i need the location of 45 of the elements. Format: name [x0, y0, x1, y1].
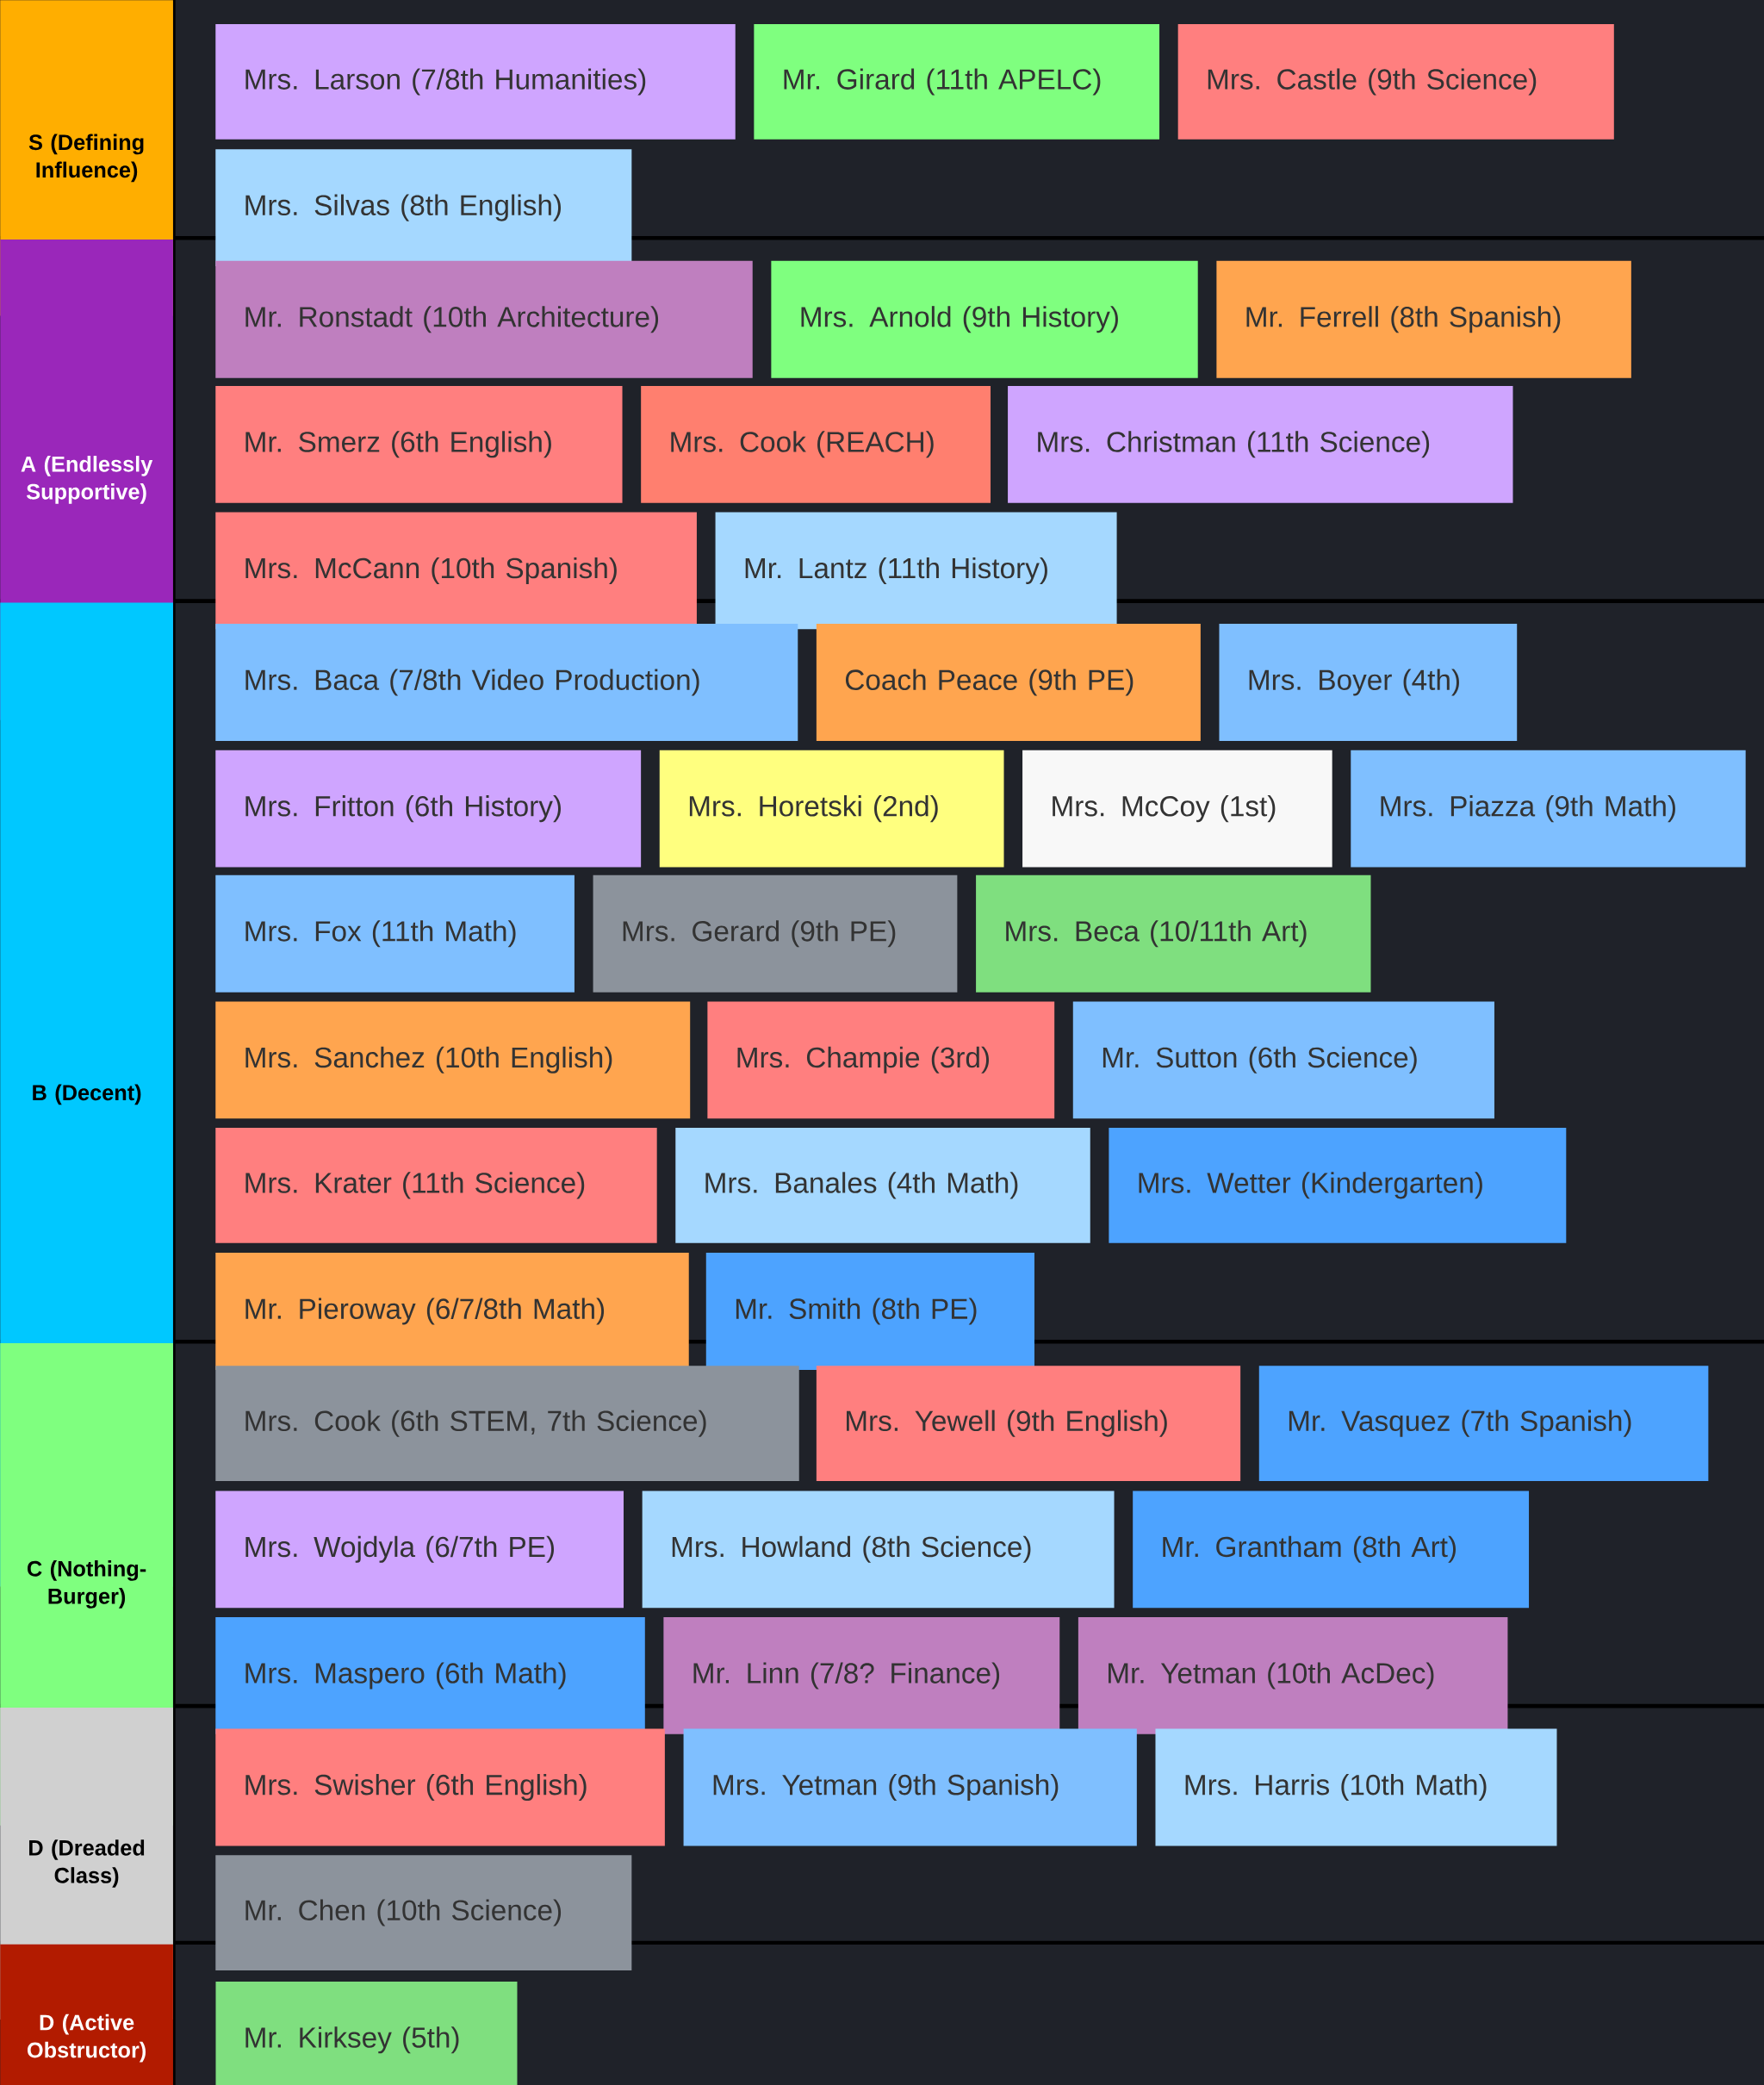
item-tile: Mrs. McCann (10th Spanish): [215, 512, 697, 630]
item-tile: Mrs. Gerard (9th PE): [593, 874, 958, 993]
item-tile: Coach Peace (9th PE): [816, 624, 1201, 741]
item-tile: Mrs. Champie (3rd): [707, 1001, 1055, 1119]
item-tile: Mr. Pieroway (6/7/8th Math): [215, 1253, 689, 1370]
item-tile: Mrs. Sanchez (10th English): [215, 1001, 691, 1119]
item-tile: Mrs. Cook (6th STEM, 7th Science): [215, 1366, 799, 1481]
item-tile: Mr. Smerz (6th English): [215, 385, 623, 503]
item-tile: Mrs. Maspero (6th Math): [215, 1617, 645, 1734]
item-tile: Mrs. Larson (7/8th Humanities): [215, 24, 736, 140]
item-tile: Mrs. Beca (10/11th Art): [976, 874, 1371, 993]
item-tile: Mrs. Banales (4th Math): [675, 1128, 1090, 1243]
item-tile: Mrs. Yewell (9th English): [816, 1366, 1241, 1481]
item-tile: Mrs. Wojdyla (6/7th PE): [215, 1491, 624, 1609]
item-tile: Mrs. Wetter (Kindergarten): [1109, 1128, 1567, 1243]
item-tile: Mrs. Horetski (2nd): [659, 750, 1004, 868]
item-tile: Mrs. Swisher (6th English): [215, 1728, 665, 1846]
item-tile: Mr. Smith (8th PE): [705, 1253, 1034, 1370]
item-tile: Mr. Vasquez (7th Spanish): [1258, 1366, 1709, 1481]
item-tile: Mrs. Fox (11th Math): [215, 874, 575, 993]
tier-label: D (Active Obstructor): [0, 1944, 173, 2085]
item-tile: Mr. Chen (10th Science): [215, 1855, 632, 1970]
item-tile: Mr. Lantz (11th History): [715, 512, 1117, 630]
item-tile: Mr. Linn (7/8? Finance): [663, 1617, 1060, 1734]
item-tile: Mrs. Boyer (4th): [1219, 624, 1518, 741]
item-tile: Mr. Grantham (8th Art): [1133, 1491, 1530, 1609]
item-tile: Mrs. Cook (REACH): [641, 385, 991, 503]
item-tile: Mrs. McCoy (1st): [1022, 750, 1332, 868]
item-tile: Mr. Ronstadt (10th Architecture): [215, 260, 753, 378]
item-tile: Mrs. Howland (8th Science): [642, 1491, 1115, 1609]
item-tile: Mrs. Harris (10th Math): [1155, 1728, 1557, 1846]
item-tile: Mrs. Castle (9th Science): [1177, 24, 1614, 140]
item-tile: Mr. Ferrell (8th Spanish): [1216, 260, 1631, 378]
item-tile: Mr. Kirksey (5th): [215, 1981, 518, 2085]
item-tile: Mrs. Fritton (6th History): [215, 750, 642, 868]
item-tile: Mr. Girard (11th APELC): [754, 24, 1160, 140]
item-tile: Mrs. Arnold (9th History): [771, 260, 1198, 378]
item-tile: Mrs. Yetman (9th Spanish): [683, 1728, 1137, 1846]
item-tile: Mrs. Piazza (9th Math): [1351, 750, 1746, 868]
item-tile: Mr. Yetman (10th AcDec): [1078, 1617, 1508, 1734]
item-tile: Mrs. Silvas (8th English): [215, 149, 632, 267]
item-tile: Mr. Sutton (6th Science): [1072, 1001, 1494, 1119]
item-tile: Mrs. Krater (11th Science): [215, 1128, 657, 1243]
item-tile: Mrs. Christman (11th Science): [1008, 385, 1513, 503]
item-tile: Mrs. Baca (7/8th Video Production): [215, 624, 798, 741]
